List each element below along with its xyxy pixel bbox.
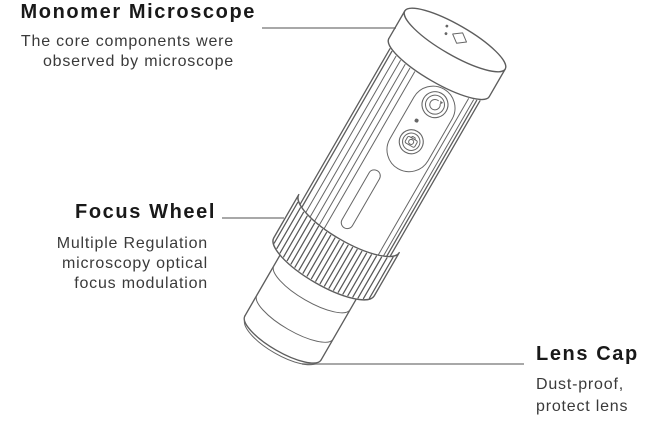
power-button-outer-ring <box>421 91 449 119</box>
label-block-monomer-microscope: Monomer Microscope The core components w… <box>0 0 256 72</box>
label-desc-monomer-microscope: The core components were observed by mic… <box>0 32 256 72</box>
desc-line: focus modulation <box>74 275 208 292</box>
lens-bottom-rim <box>243 320 318 366</box>
microscope-device <box>243 7 507 366</box>
power-button-inner-ring <box>424 94 445 115</box>
top-cap-part <box>387 7 507 101</box>
camera-icon <box>404 135 418 148</box>
body-ridges <box>299 48 481 257</box>
camera-button-outer-ring <box>398 129 424 155</box>
speaker-slot <box>340 169 381 230</box>
desc-line: Multiple Regulation <box>56 235 208 252</box>
desc-line: Dust-proof, <box>536 376 624 393</box>
power-button <box>421 91 449 119</box>
led-indicator-dot <box>414 118 419 123</box>
label-title-focus-wheel: Focus Wheel <box>75 201 216 223</box>
desc-line: The core components were <box>20 33 234 50</box>
label-block-lens-cap: Lens Cap Dust-proof, protect lens <box>536 342 639 418</box>
control-panel <box>386 85 456 173</box>
lens-cap-part <box>243 254 357 366</box>
label-desc-lens-cap: Dust-proof, protect lens <box>536 374 639 418</box>
camera-button <box>398 129 424 155</box>
label-block-focus-wheel: Focus Wheel Multiple Regulation microsco… <box>0 200 216 294</box>
label-title-monomer-microscope: Monomer Microscope <box>20 1 256 23</box>
desc-line: observed by microscope <box>42 53 234 70</box>
label-title-lens-cap: Lens Cap <box>536 343 639 365</box>
label-desc-focus-wheel: Multiple Regulation microscopy optical f… <box>0 234 216 294</box>
leader-lines <box>222 27 524 365</box>
focus-wheel-knurling <box>273 201 394 300</box>
device-body <box>299 48 481 257</box>
camera-button-inner-ring <box>402 132 421 151</box>
desc-line: microscopy optical <box>61 255 208 272</box>
diamond-logo <box>444 24 468 44</box>
focus-wheel-part <box>272 193 400 301</box>
desc-line: protect lens <box>536 398 629 415</box>
power-icon <box>429 98 444 111</box>
